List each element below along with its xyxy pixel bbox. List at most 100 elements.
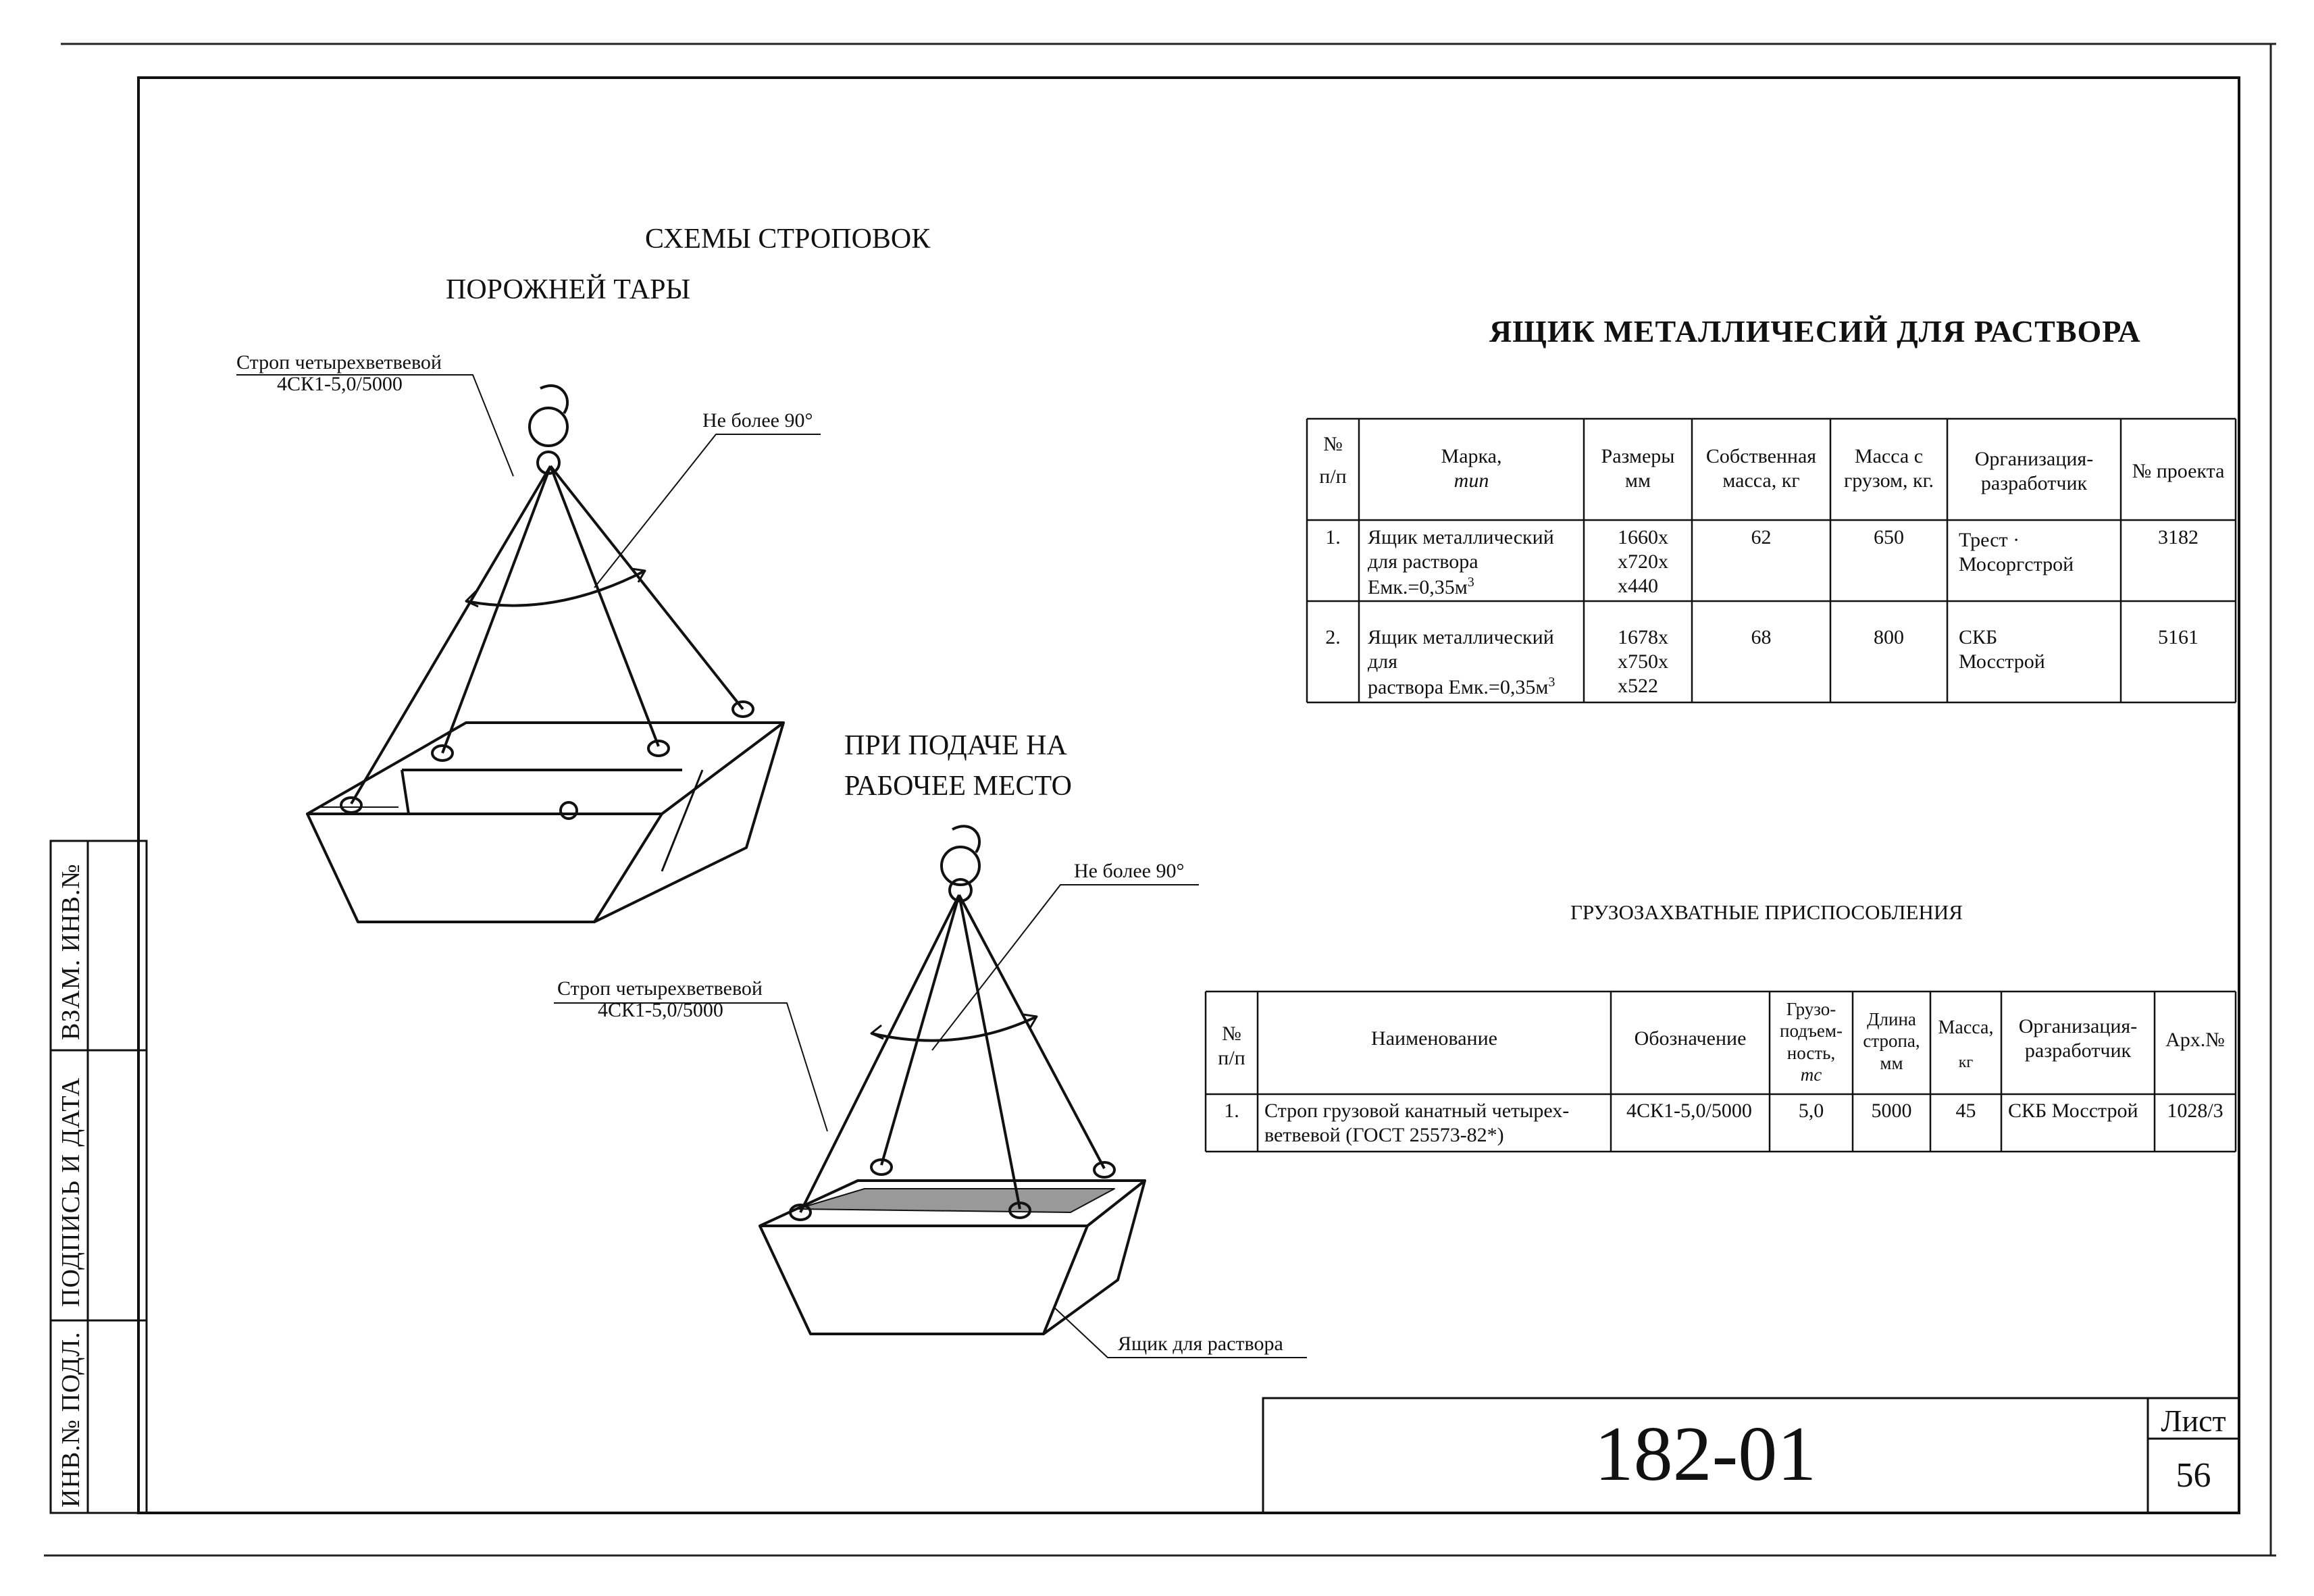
- workplace-title-line-2: РАБОЧЕЕ МЕСТО: [844, 771, 1072, 802]
- sling-callout-bottom-line-1: Строп четырехветвевой: [557, 977, 763, 1000]
- box-row-1-mark-3: Емк.=0,35м3: [1368, 574, 1554, 600]
- gear-th-mass-1: Масса,: [1938, 1017, 1994, 1038]
- gear-th-cap-3: ность,: [1786, 1042, 1836, 1063]
- box-th-size-1: Размеры: [1601, 445, 1675, 467]
- box-row-1-mark-sup: 3: [1467, 575, 1474, 590]
- box-row-1-org: Трест · Мосоргстрой: [1959, 528, 2074, 577]
- side-stamp-orig-inv: ИНВ.№ ПОДЛ.: [57, 1331, 85, 1508]
- box-row-2-load-mass: 800: [1874, 626, 1904, 648]
- box-row-1-project: 3182: [2158, 526, 2199, 548]
- gear-th-org: Организация- разработчик: [2001, 1014, 2155, 1063]
- box-th-own-mass: Собственная масса, кг: [1692, 444, 1830, 493]
- drawing-frame: [137, 76, 2240, 1514]
- gear-row-1-capacity: 5,0: [1798, 1100, 1824, 1122]
- side-stamp-swap-inv: ВЗАМ. ИНВ.№: [57, 863, 85, 1040]
- box-row-1-org-1: Трест ·: [1959, 529, 2020, 551]
- gear-row-1-name-1: Строп грузовой канатный четырех-: [1264, 1100, 1570, 1122]
- sling-callout-top-line-1: Строп четырехветвевой: [236, 351, 442, 374]
- box-row-2-size-2: х750х: [1618, 650, 1668, 673]
- box-th-mark-2: тип: [1454, 469, 1489, 492]
- box-th-load-1: Масса с: [1854, 445, 1924, 467]
- sheet-number: 56: [2176, 1456, 2211, 1495]
- sling-callout-top-line-2: 4СК1-5,0/5000: [277, 373, 403, 395]
- gear-th-mass: Масса, кг: [1930, 1016, 2001, 1072]
- box-row-1-mark-1: Ящик металлический: [1368, 526, 1554, 548]
- box-row-1-size: 1660х х720х х440: [1618, 525, 1668, 598]
- gear-row-1-archive: 1028/3: [2167, 1100, 2223, 1122]
- box-row-2-size-1: 1678х: [1618, 626, 1668, 648]
- sheet-label: Лист: [2161, 1404, 2226, 1438]
- gear-th-mass-2: кг: [1958, 1053, 1974, 1071]
- box-row-2-org-1: СКБ: [1959, 626, 1998, 648]
- box-row-2-mark-sup: 3: [1548, 675, 1555, 690]
- gear-row-1-org: СКБ Мосстрой: [2008, 1100, 2138, 1122]
- angle-callout-top: Не более 90°: [702, 409, 813, 432]
- main-title: ЯЩИК МЕТАЛЛИЧЕСИЙ ДЛЯ РАСТВОРА: [1489, 314, 2141, 349]
- box-row-2-mark-2: для: [1368, 650, 1398, 673]
- box-row-2-mark-3-text: раствора Емк.=0,35м: [1368, 676, 1549, 698]
- drawing-code: 182-01: [1594, 1411, 1817, 1497]
- gear-row-1-code: 4СК1-5,0/5000: [1626, 1100, 1752, 1122]
- box-row-1-size-2: х720х: [1618, 550, 1668, 573]
- box-th-load-2: грузом, кг.: [1844, 469, 1934, 492]
- box-row-2-org: СКБ Мосстрой: [1959, 625, 2045, 674]
- gear-th-num-1: №: [1222, 1023, 1241, 1045]
- box-row-2-project: 5161: [2158, 626, 2199, 648]
- gear-row-1-name: Строп грузовой канатный четырех- ветвево…: [1264, 1099, 1569, 1148]
- gear-th-cap-4: тс: [1800, 1064, 1822, 1085]
- gear-th-num-2: п/п: [1218, 1047, 1245, 1069]
- scheme-title-line-2: ПОРОЖНЕЙ ТАРЫ: [446, 274, 691, 305]
- title-block-grid: [1262, 1397, 2240, 1514]
- gear-row-1-num: 1.: [1224, 1100, 1239, 1122]
- gear-row-1-length: 5000: [1871, 1100, 1912, 1122]
- box-th-own-2: масса, кг: [1722, 469, 1800, 492]
- gear-th-org-1: Организация-: [2018, 1015, 2138, 1037]
- gear-table-grid: [1204, 990, 2237, 1153]
- box-th-num-2: п/п: [1319, 465, 1347, 488]
- gear-th-name: Наименование: [1371, 1027, 1497, 1050]
- gear-th-cap-1: Грузо-: [1786, 999, 1836, 1019]
- workplace-title-line-1: ПРИ ПОДАЧЕ НА: [844, 730, 1067, 761]
- box-row-2-mark-3: раствора Емк.=0,35м3: [1368, 674, 1555, 700]
- angle-callout-bottom: Не более 90°: [1074, 860, 1185, 882]
- gear-th-num: № п/п: [1206, 1022, 1258, 1071]
- box-th-mark: Марка, тип: [1359, 444, 1584, 493]
- gear-th-len-2: стропа,: [1863, 1031, 1920, 1052]
- box-row-1-mark: Ящик металлический для раствора Емк.=0,3…: [1368, 525, 1554, 600]
- gear-th-capacity: Грузо- подъем- ность, тс: [1770, 998, 1853, 1086]
- box-th-org-1: Организация-: [1974, 448, 2094, 470]
- gear-th-cap-2: подъем-: [1780, 1021, 1843, 1041]
- empty-box-illustration: [236, 374, 821, 923]
- box-row-2-mark-1: Ящик металлический: [1368, 626, 1554, 648]
- gear-th-archive: Арх.№: [2165, 1029, 2225, 1051]
- box-row-2-size: 1678х х750х х522: [1618, 625, 1668, 698]
- box-th-project: № проекта: [2132, 460, 2225, 482]
- gear-th-len-1: Длина: [1867, 1009, 1916, 1029]
- gear-th-code: Обозначение: [1634, 1027, 1747, 1050]
- box-row-2-mark: Ящик металлический для раствора Емк.=0,3…: [1368, 625, 1555, 700]
- box-row-1-mark-2: для раствора: [1368, 550, 1479, 573]
- box-row-1-load-mass: 650: [1874, 526, 1904, 548]
- box-row-1-size-1: 1660х: [1618, 526, 1668, 548]
- box-th-num-1: №: [1323, 433, 1343, 455]
- box-row-2-size-3: х522: [1618, 675, 1658, 697]
- sling-callout-bottom-line-2: 4СК1-5,0/5000: [598, 999, 723, 1021]
- box-row-1-num: 1.: [1325, 526, 1341, 548]
- gear-row-1-name-2: ветвевой (ГОСТ 25573-82*): [1264, 1124, 1504, 1146]
- gear-th-len-3: мм: [1880, 1052, 1903, 1073]
- box-row-2-num: 2.: [1325, 626, 1341, 648]
- box-th-own-1: Собственная: [1705, 445, 1817, 467]
- box-row-1-mark-3-text: Емк.=0,35м: [1368, 576, 1468, 598]
- box-row-2-org-2: Мосстрой: [1959, 650, 2045, 673]
- side-stamp-grid: [49, 840, 148, 1514]
- box-th-size: Размеры мм: [1584, 444, 1692, 493]
- box-row-1-org-2: Мосоргстрой: [1959, 553, 2074, 575]
- loaded-box-illustration: [554, 825, 1307, 1358]
- box-th-org-2: разработчик: [1980, 472, 2088, 494]
- gear-title: ГРУЗОЗАХВАТНЫЕ ПРИСПОСОБЛЕНИЯ: [1570, 900, 1963, 924]
- box-row-1-own-mass: 62: [1751, 526, 1772, 548]
- box-row-2-own-mass: 68: [1751, 626, 1772, 648]
- gear-th-org-2: разработчик: [2024, 1039, 2132, 1062]
- box-th-load-mass: Масса с грузом, кг.: [1830, 444, 1947, 493]
